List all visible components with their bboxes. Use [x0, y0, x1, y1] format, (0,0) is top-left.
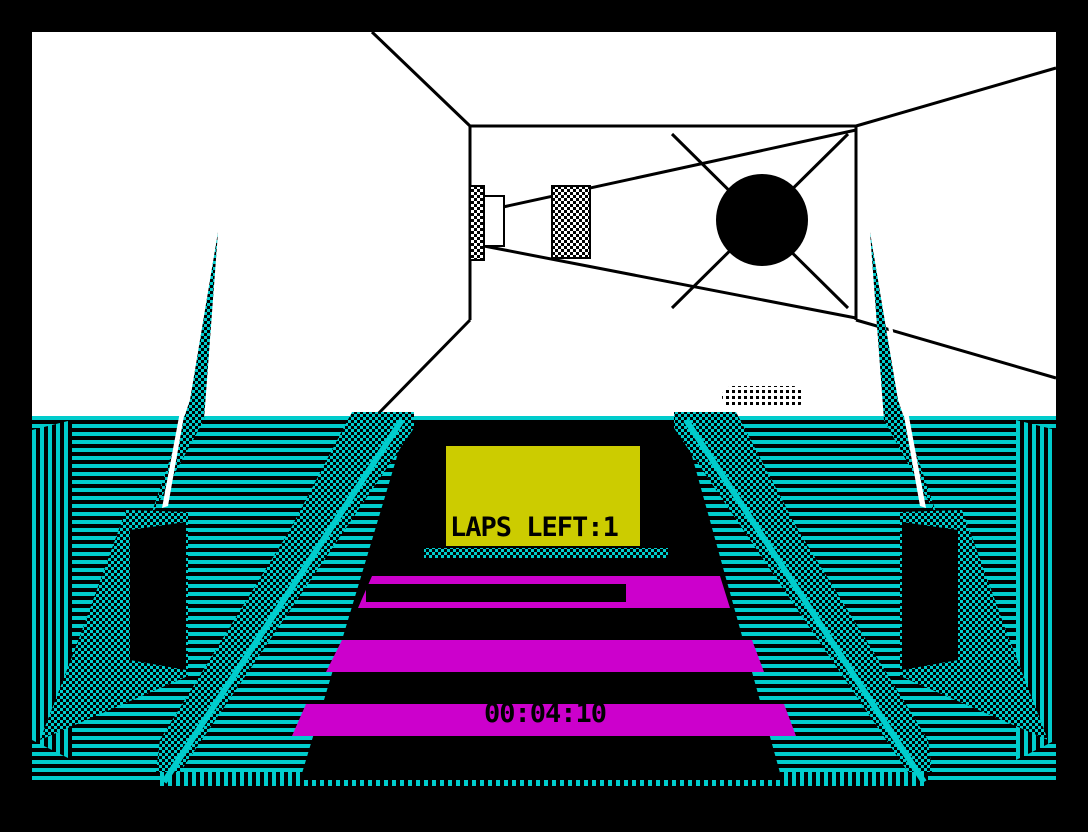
direction-text: FORWARD	[450, 605, 558, 636]
laps-left-label: LAPS LEFT:	[450, 512, 604, 543]
speed-bar-1	[292, 704, 796, 736]
left-wing-shadow	[130, 522, 186, 670]
left-fin	[150, 232, 218, 518]
left-side-panel	[32, 420, 72, 760]
ground-shadow	[722, 386, 804, 408]
right-side-panel	[1016, 420, 1056, 760]
right-strut	[683, 418, 927, 784]
laps-left-row: LAPS LEFT:1	[450, 512, 640, 543]
lap-timer: 00:04:10	[484, 698, 607, 729]
right-fin	[870, 232, 938, 518]
speed-bars	[292, 576, 796, 736]
speed-bar-2	[326, 640, 764, 672]
hud-display: LAPS LEFT:1 FORWARD 00:04:10	[446, 446, 640, 729]
hud-base-strip	[424, 548, 668, 558]
distant-gate-mid	[483, 195, 505, 247]
distant-gate-left	[469, 185, 485, 261]
obstacle-ball	[716, 174, 808, 266]
left-strut	[161, 418, 405, 784]
right-fin-edge	[872, 236, 926, 508]
track-view	[32, 32, 1056, 416]
right-wing-shadow	[902, 522, 958, 670]
laps-left-value: 1	[602, 512, 619, 543]
distant-gate-right	[551, 185, 591, 259]
left-fin-edge	[162, 236, 216, 508]
